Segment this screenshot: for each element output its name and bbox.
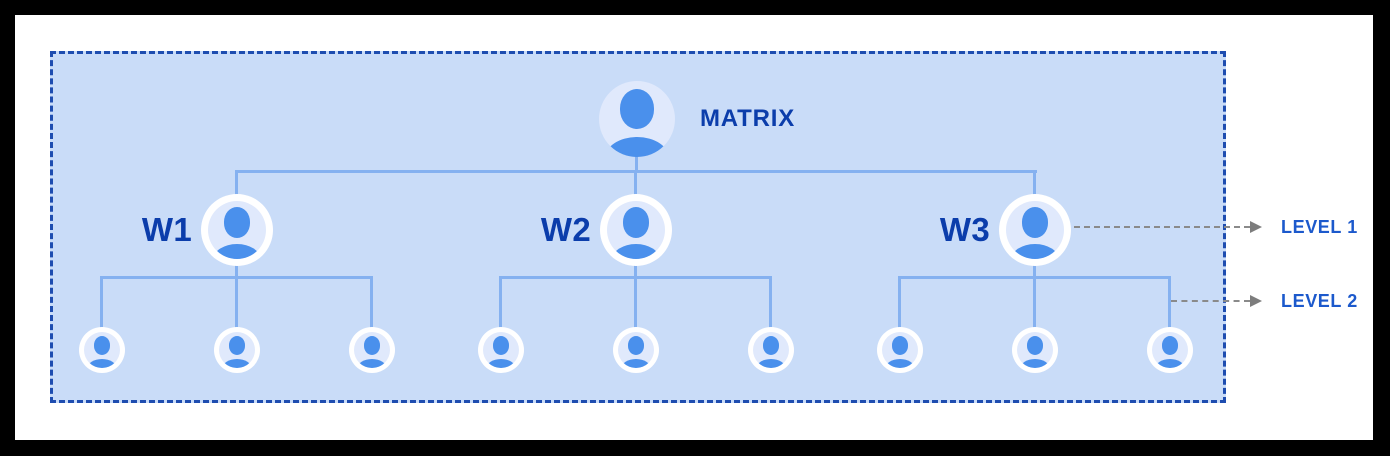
level2-avatar: [748, 327, 794, 373]
level2-avatar: [79, 327, 125, 373]
connector-line: [235, 263, 238, 278]
connector-line: [634, 263, 637, 278]
person-icon: [1006, 201, 1064, 259]
node-label-w2: W2: [540, 211, 591, 248]
connector-line: [635, 153, 638, 173]
person-icon: [1017, 332, 1053, 368]
person-icon: [618, 332, 654, 368]
annotation-label-level2: LEVEL 2: [1281, 291, 1358, 311]
connector-line: [1168, 276, 1171, 329]
connector-line: [1033, 263, 1036, 278]
person-icon: [219, 332, 255, 368]
person-icon: [208, 201, 266, 259]
level1-avatar-w2: [600, 194, 672, 266]
connector-line: [370, 276, 373, 329]
level2-avatar: [478, 327, 524, 373]
level1-avatar-w1: [201, 194, 273, 266]
connector-line: [235, 170, 238, 197]
connector-line: [634, 276, 637, 329]
level1-avatar-w3: [999, 194, 1071, 266]
person-icon: [1152, 332, 1188, 368]
person-icon: [354, 332, 390, 368]
root-node-label: MATRIX: [700, 105, 796, 132]
level2-avatar: [1147, 327, 1193, 373]
annotation-label-level1: LEVEL 1: [1281, 217, 1358, 237]
connector-line: [1033, 170, 1036, 197]
person-icon: [84, 332, 120, 368]
level2-avatar: [349, 327, 395, 373]
node-label-w1: W1: [141, 211, 192, 248]
arrowhead-icon: [1250, 221, 1262, 233]
level2-avatar: [214, 327, 260, 373]
connector-line: [499, 276, 502, 329]
level2-avatar: [1012, 327, 1058, 373]
person-icon: [483, 332, 519, 368]
root-avatar: [599, 81, 675, 157]
level2-annotation-line: [1171, 300, 1250, 302]
level2-avatar: [877, 327, 923, 373]
connector-line: [100, 276, 103, 329]
person-icon: [882, 332, 918, 368]
person-icon: [599, 81, 675, 157]
connector-line: [769, 276, 772, 329]
arrowhead-icon: [1250, 295, 1262, 307]
node-label-w3: W3: [939, 211, 990, 248]
level2-avatar: [613, 327, 659, 373]
connector-line: [1033, 276, 1036, 329]
connector-line: [898, 276, 901, 329]
person-icon: [753, 332, 789, 368]
level1-annotation-line: [1074, 226, 1250, 228]
connector-line: [634, 170, 637, 197]
person-icon: [607, 201, 665, 259]
connector-line: [235, 276, 238, 329]
